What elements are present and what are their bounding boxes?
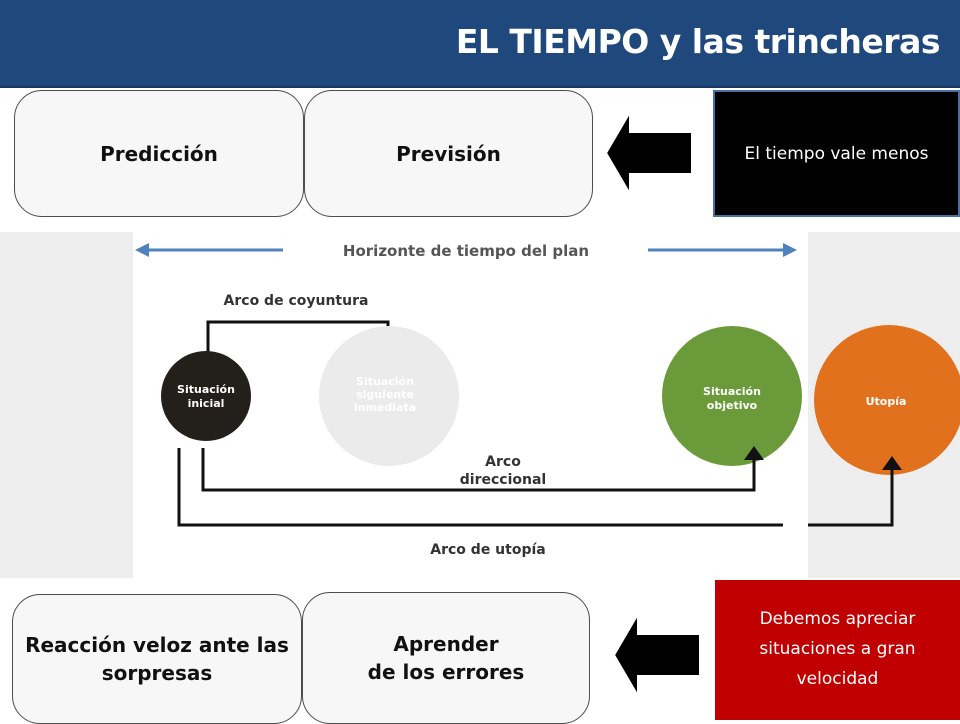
node-situacion-objetivo <box>662 326 802 466</box>
node-siguiente-line1: Situación <box>356 375 414 388</box>
apreciar-situaciones-box: Debemos apreciar situaciones a gran velo… <box>715 580 960 720</box>
arrow-left-icon <box>604 110 693 196</box>
prediccion-box: Predicción <box>14 90 304 217</box>
apreciar-line3: velocidad <box>796 668 879 689</box>
tiempo-vale-menos-label: El tiempo vale menos <box>744 143 929 164</box>
utopia-overlay: Utopía <box>808 325 960 527</box>
arco-utopia-line-end <box>808 468 894 527</box>
node-inicial-line1: Situación <box>177 383 235 396</box>
arco-direccional-line2: direccional <box>460 472 546 488</box>
tiempo-vale-menos-box: El tiempo vale menos <box>713 90 960 217</box>
arco-direccional-line1: Arco <box>485 454 521 470</box>
reaccion-veloz-box: Reacción veloz ante las sorpresas <box>12 594 302 724</box>
reaccion-line1: Reacción veloz ante las <box>25 633 289 657</box>
aprender-errores-box: Aprender de los errores <box>302 592 590 724</box>
node-objetivo-line2: objetivo <box>707 399 758 412</box>
arco-utopia-label: Arco de utopía <box>430 542 545 558</box>
horizon-arrowhead-right <box>783 243 797 257</box>
apreciar-line2: situaciones a gran <box>759 639 916 660</box>
node-siguiente-line3: inmediata <box>354 401 416 414</box>
diagram-margin-left <box>0 232 133 578</box>
apreciar-line1: Debemos apreciar <box>759 609 916 630</box>
node-situacion-siguiente <box>319 326 459 466</box>
arco-utopia-line <box>177 448 783 527</box>
prevision-label: Previsión <box>396 141 501 166</box>
planning-arcs-diagram: Horizonte de tiempo del plan Arco de coy… <box>133 232 808 578</box>
prediccion-label: Predicción <box>100 141 218 166</box>
aprender-line1: Aprender <box>393 632 499 656</box>
slide-title: EL TIEMPO y las trincheras <box>455 22 941 61</box>
horizon-label: Horizonte de tiempo del plan <box>343 242 589 260</box>
arco-utopia-head <box>882 456 902 470</box>
reaccion-line2: sorpresas <box>101 661 213 685</box>
node-utopia-label: Utopía <box>866 395 907 408</box>
node-inicial-line2: inicial <box>188 397 225 410</box>
prevision-box: Previsión <box>304 90 593 217</box>
node-siguiente-line2: siguiente <box>356 388 414 401</box>
slide-header: EL TIEMPO y las trincheras <box>0 0 960 88</box>
arrow-left-icon <box>612 612 701 698</box>
arco-direccional-head <box>744 446 764 460</box>
horizon-arrowhead-left <box>135 243 149 257</box>
arco-direccional-line <box>201 448 756 492</box>
node-situacion-inicial <box>161 351 251 441</box>
node-objetivo-line1: Situación <box>703 385 761 398</box>
arco-coyuntura-label: Arco de coyuntura <box>224 293 369 309</box>
node-utopia-fill <box>814 325 960 475</box>
aprender-line2: de los errores <box>367 660 525 684</box>
